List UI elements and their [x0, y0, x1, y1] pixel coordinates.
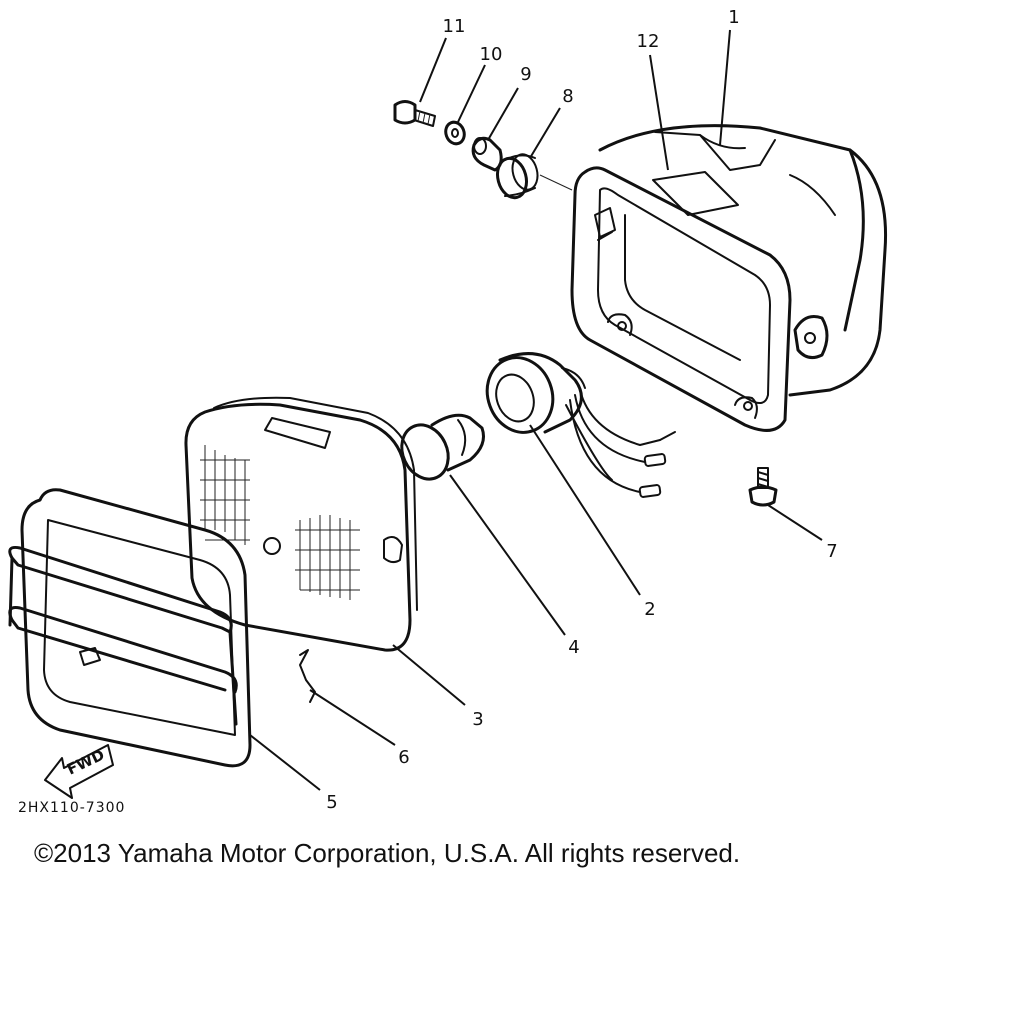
copyright-notice: ©2013 Yamaha Motor Corporation, U.S.A. A… — [34, 838, 741, 868]
part-5-rim-guard — [8, 488, 252, 768]
leader-lines — [249, 29, 823, 791]
callout-6: 6 — [398, 747, 409, 768]
part-8-grommet — [496, 153, 573, 200]
callout-labels: 1 2 3 4 5 6 7 8 9 10 11 12 — [326, 7, 837, 813]
callout-5: 5 — [326, 792, 337, 813]
part-10-washer — [444, 120, 466, 146]
callout-3: 3 — [472, 709, 483, 730]
forward-direction-arrow: FWD — [44, 744, 114, 799]
callout-12: 12 — [637, 31, 660, 52]
callout-7: 7 — [826, 541, 837, 562]
callout-10: 10 — [480, 44, 503, 65]
part-2-bulb-socket — [485, 352, 676, 498]
callout-1: 1 — [728, 7, 739, 28]
callout-9: 9 — [520, 64, 531, 85]
callout-2: 2 — [644, 599, 655, 620]
part-4-bulb — [400, 413, 485, 481]
part-3-lens-unit — [184, 396, 418, 652]
fwd-label: FWD — [64, 746, 107, 779]
part-6-spring — [299, 649, 316, 703]
drawing-number: 2HX110-7300 — [18, 800, 125, 816]
callout-11: 11 — [443, 16, 466, 37]
part-1-headlight-housing — [570, 124, 888, 432]
part-7-screw — [748, 467, 778, 507]
part-9-collar — [471, 136, 503, 172]
callout-8: 8 — [562, 86, 573, 107]
callout-4: 4 — [568, 637, 579, 658]
exploded-parts-diagram: 1 2 3 4 5 6 7 8 9 10 11 12 FWD 2HX110-73… — [8, 7, 888, 816]
part-11-bolt — [393, 100, 436, 127]
